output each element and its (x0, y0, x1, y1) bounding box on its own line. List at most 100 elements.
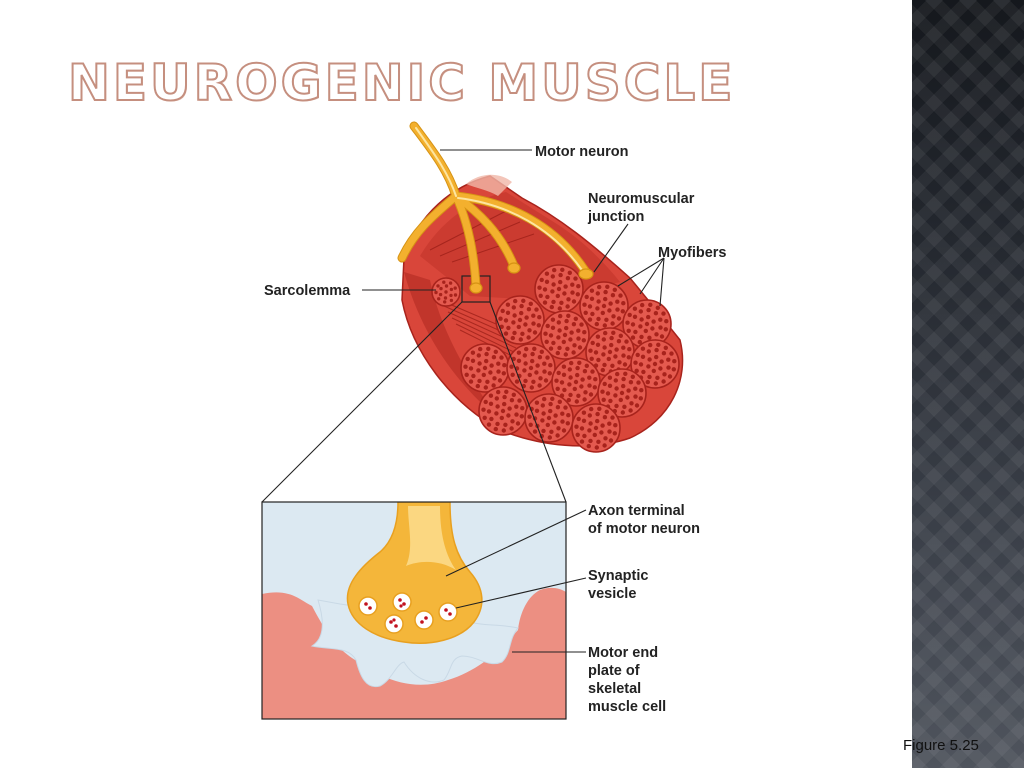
myofibril-dot (565, 304, 570, 309)
myofibril-dot (493, 426, 498, 432)
myofibril-dot (659, 334, 665, 339)
myofibril-dot (620, 309, 625, 314)
myofibril-dot (531, 379, 536, 384)
myofibril-dot (516, 324, 521, 330)
myofibril-dot (494, 411, 499, 416)
myofibril-dot (588, 421, 593, 426)
myofibril-dot (544, 279, 550, 284)
myofibril-dot (482, 415, 487, 420)
myofibril-dot (587, 304, 593, 309)
myofibril-dot (550, 289, 555, 294)
myofibril-dot (509, 426, 514, 431)
myofibril-dot (662, 372, 667, 377)
myofibril-dot (639, 334, 644, 340)
myofibril-dot (648, 342, 653, 348)
myofibril-dot (653, 381, 658, 386)
myofibril-dot (603, 436, 608, 441)
myofibril-dot (564, 318, 569, 324)
myofibril-dot (566, 297, 571, 302)
myofibril-dot (640, 354, 646, 359)
myofibril-dot (514, 379, 520, 384)
myofibril-dot (610, 293, 616, 298)
myofibril-dot (527, 414, 532, 419)
myofibril-dot (661, 351, 667, 356)
myofibril-dot (568, 375, 573, 380)
myofibril-dot (644, 321, 650, 327)
myofibril-dot (513, 298, 518, 304)
myofibril-dot (443, 300, 447, 304)
myofibril-dot (557, 306, 562, 311)
myofibril-dot (543, 331, 548, 336)
myofibril-dot (504, 389, 509, 394)
myofibril-dot (434, 290, 438, 295)
myofibril-dot (646, 314, 651, 320)
myofibril-dot (537, 355, 543, 360)
myofibril-dot (556, 320, 561, 325)
myofibril-dot (524, 346, 529, 352)
myofibril-dot (603, 296, 608, 302)
myofibril-dot (572, 386, 577, 392)
myofibril-dot (531, 321, 536, 326)
myofibril-dot (596, 357, 601, 363)
myofibril-dot (602, 323, 607, 328)
myofibril-dot (503, 318, 509, 323)
myofibril-dot (438, 292, 443, 297)
myofibril-dot (581, 418, 587, 423)
myofibril-dot (599, 430, 604, 435)
myofibril-dot (654, 347, 659, 353)
myofibril-dot (502, 363, 507, 368)
myofibril-dot (621, 301, 626, 306)
myofibril-dot (559, 300, 564, 305)
myofibril-dot (595, 342, 601, 347)
myofibril-dot (500, 308, 505, 314)
myofibril-dot (621, 353, 626, 358)
myofibril-dot (485, 379, 490, 384)
myofibril-dot (520, 331, 525, 336)
myofibril-dot (554, 378, 559, 383)
myofibril-dot (509, 364, 514, 369)
slide-title: NEUROGENIC MUSCLE (67, 54, 736, 112)
myofibril-dot (633, 394, 638, 399)
myofibril-dot (617, 360, 622, 365)
myofibril-dot (550, 274, 555, 279)
myofibril-dot (491, 355, 497, 360)
myofibril-dot (577, 360, 582, 365)
myofibril-dot (551, 282, 556, 287)
myofibril-dot (530, 358, 535, 364)
myofibril-dot (664, 319, 669, 324)
myofibril-dot (630, 374, 635, 379)
myofibril-dot (534, 370, 539, 375)
myofibril-dot (506, 325, 511, 331)
myofibril-dot (511, 392, 516, 397)
myofibril-dot (643, 328, 648, 334)
myofibril-dot (579, 426, 585, 431)
figure-caption: Figure 5.25 (903, 737, 979, 754)
myofibril-dot (623, 371, 628, 376)
myofibril-dot (613, 393, 618, 398)
myofibril-dot (588, 392, 594, 397)
myofibril-dot (558, 272, 563, 278)
myofibril-dot (540, 418, 545, 423)
myofibril-dot (639, 317, 644, 322)
myofibril-dot (651, 368, 656, 374)
myofibril-dot (632, 314, 638, 319)
myofibril-dot (573, 276, 578, 281)
myofibril-dot (605, 391, 611, 396)
myofibril-dot (548, 363, 553, 368)
myofibril-dot (556, 426, 561, 431)
myofibril-dot (500, 408, 506, 414)
myofibril-dot (509, 398, 515, 403)
myofibril-dot (582, 330, 587, 335)
myofibril-dot (492, 376, 497, 381)
myofibril-dot (613, 354, 618, 359)
myofibril-dot (543, 378, 549, 383)
label-myofibers: Myofibers (658, 245, 727, 261)
myofibril-dot (542, 287, 548, 292)
myofibril-dot (518, 337, 523, 342)
myofibril-dot (560, 419, 565, 424)
myofibril-dot (481, 407, 486, 412)
myofibril-dot (576, 416, 581, 422)
myofibril-dot (589, 296, 595, 301)
myofibril-dot (503, 422, 508, 427)
myofibril-dot (449, 298, 454, 303)
